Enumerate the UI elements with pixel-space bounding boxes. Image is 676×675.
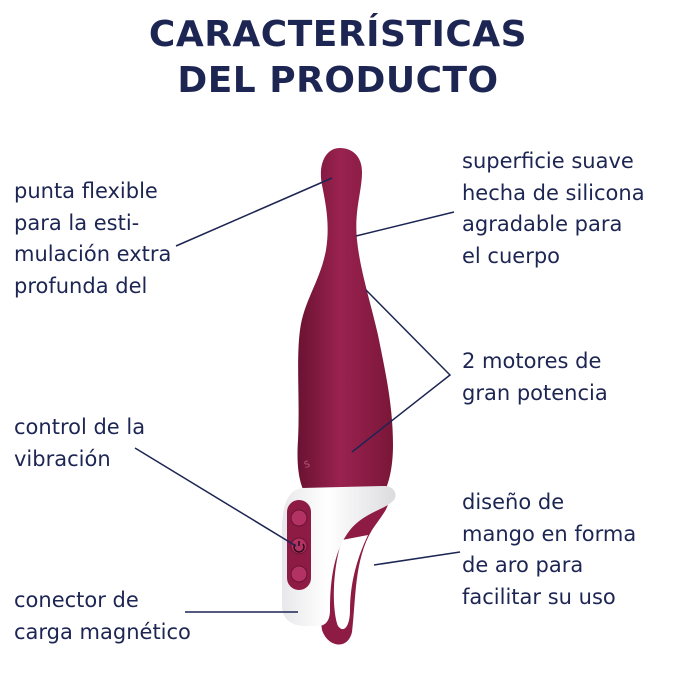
leader-handle [373,551,461,566]
feature-motors: 2 motores de gran potencia [462,349,608,405]
page-title: CARACTERÍSTICAS DEL PRODUCTO [0,12,676,104]
button-top [290,509,308,527]
feature-handle: diseño de mango en forma de aro para fac… [462,490,637,609]
leader-surface [355,211,455,237]
feature-tip: punta flexible para la esti- mulación ex… [14,179,172,298]
title-line-2: DEL PRODUCTO [177,60,499,101]
button-bottom [290,565,308,583]
leader-tip [175,177,333,247]
feature-control: control de la vibración [14,415,146,471]
leader-control [134,447,297,547]
brand-mark: S [303,460,311,471]
leader-lines [134,177,461,613]
handle-hole [333,535,368,630]
product-body [297,148,393,500]
feature-connector: conector de carga magnético [14,588,191,644]
leader-motors [351,289,452,453]
title-line-1: CARACTERÍSTICAS [148,14,528,55]
feature-surface: superficie suave hecha de silicona agrad… [462,149,645,268]
